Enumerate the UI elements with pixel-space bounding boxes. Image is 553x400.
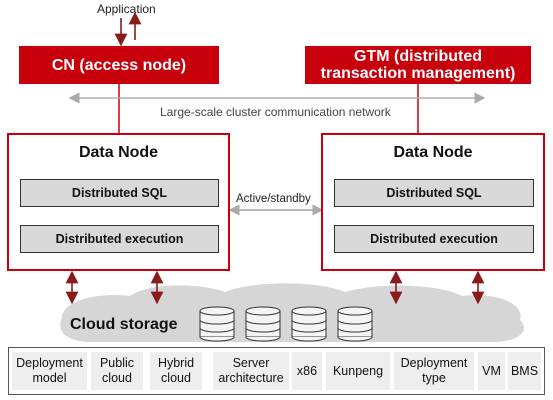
cloud-storage-label: Cloud storage: [70, 316, 178, 333]
distributed-sql-module: Distributed SQL: [334, 179, 534, 207]
deployment-options-row: Deployment model Public cloud Hybrid clo…: [8, 347, 545, 395]
data-node-title: Data Node: [78, 144, 159, 161]
database-icon-2: [245, 306, 281, 342]
distributed-execution-module: Distributed execution: [20, 225, 219, 253]
hybrid-cloud-cell: Hybrid cloud: [150, 352, 202, 390]
gtm-node-label: GTM (distributed transaction management): [320, 48, 516, 82]
vm-cell: VM: [478, 352, 505, 390]
data-node-title: Data Node: [393, 144, 473, 161]
bms-cell: BMS: [508, 352, 541, 390]
deployment-type-cell: Deployment type: [394, 352, 474, 390]
database-icon-3: [291, 306, 327, 342]
kunpeng-cell: Kunpeng: [326, 352, 390, 390]
cn-node-box: CN (access node): [19, 46, 219, 84]
data-node-left: Data Node Distributed SQL Distributed ex…: [7, 133, 230, 271]
distributed-sql-module: Distributed SQL: [20, 179, 219, 207]
network-label: Large-scale cluster communication networ…: [160, 105, 391, 119]
distributed-execution-module: Distributed execution: [334, 225, 534, 253]
active-standby-label: Active/standby: [236, 193, 311, 205]
x86-cell: x86: [292, 352, 322, 390]
server-architecture-cell: Server architecture: [213, 352, 289, 390]
gtm-node-box: GTM (distributed transaction management): [305, 46, 531, 84]
data-node-right: Data Node Distributed SQL Distributed ex…: [321, 133, 545, 271]
database-icon-1: [199, 306, 235, 342]
database-icon-4: [337, 306, 373, 342]
application-label: Application: [97, 2, 156, 16]
cn-node-label: CN (access node): [51, 56, 187, 74]
deployment-model-cell: Deployment model: [12, 352, 87, 390]
public-cloud-cell: Public cloud: [91, 352, 143, 390]
